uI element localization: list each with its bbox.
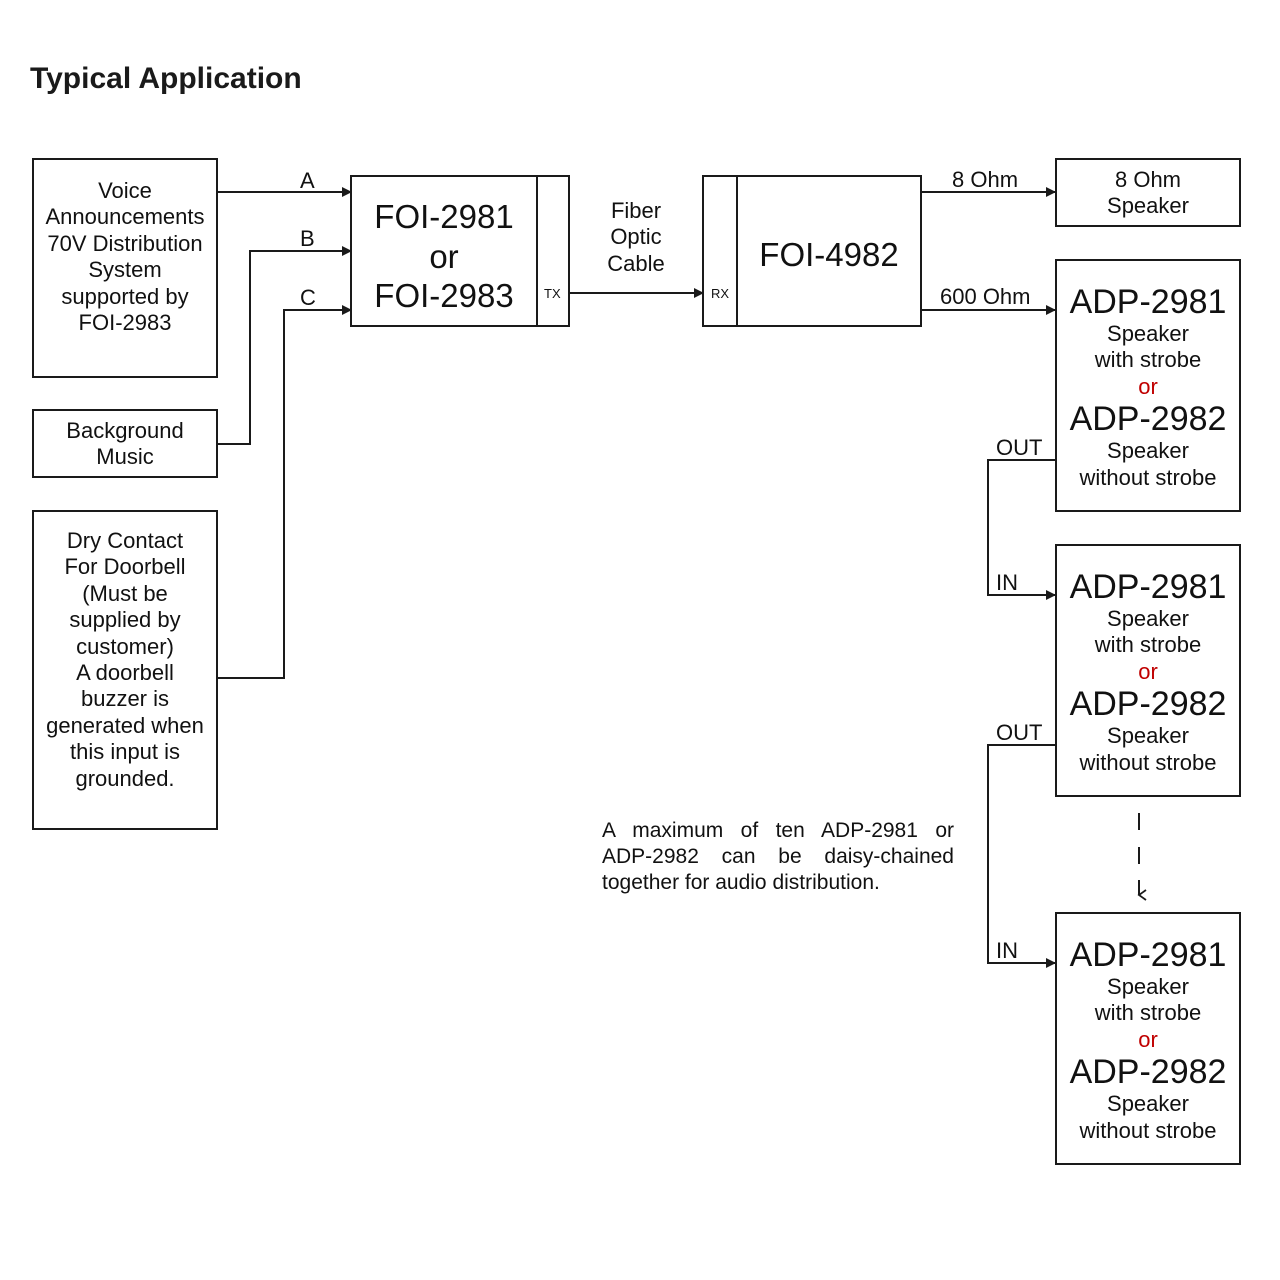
background-music-box: Background Music	[32, 409, 218, 478]
adp-speaker-box-3: ADP-2981 Speaker with strobe or ADP-2982…	[1055, 912, 1241, 1165]
daisy-chain-note: A maximum of ten ADP-2981 or ADP-2982 ca…	[602, 818, 954, 896]
adp-model-2981: ADP-2981	[1069, 568, 1227, 606]
adp-model-2982: ADP-2982	[1069, 1053, 1227, 1092]
adp-or: or	[1138, 658, 1158, 684]
doorbell-line: generated when	[46, 712, 204, 738]
voice-announcements-box: Voice Announcements 70V Distribution Sys…	[32, 158, 218, 378]
rx-divider	[736, 177, 738, 325]
adp-model-2982: ADP-2982	[1069, 685, 1227, 724]
transmitter-label: FOI-2981 or FOI-2983	[352, 197, 536, 316]
doorbell-line: Dry Contact	[66, 528, 184, 553]
doorbell-line: A doorbell	[76, 659, 174, 685]
input-label-a: A	[300, 168, 315, 193]
note-line: ADP-2982 can be daisy-chained	[602, 845, 954, 868]
adp-model-2982: ADP-2982	[1069, 400, 1227, 439]
voice-line: System	[88, 257, 162, 283]
voice-line: supported by	[61, 283, 189, 309]
doorbell-line: (Must be	[82, 580, 168, 606]
output-label-600ohm: 600 Ohm	[940, 284, 1031, 309]
voice-line: 70V Distribution	[47, 230, 203, 256]
tx-divider	[536, 177, 538, 325]
note-line: together for audio distribution.	[602, 871, 880, 894]
doorbell-line: this input is	[69, 739, 181, 765]
doorbell-line: grounded.	[75, 765, 175, 791]
receiver-model: FOI-4982	[759, 236, 899, 273]
wire-chain-1	[987, 459, 1056, 600]
fiber-cable-label: Fiber Optic Cable	[607, 198, 665, 276]
voice-line: FOI-2983	[78, 309, 172, 335]
transmitter-model-1: FOI-2981	[374, 198, 514, 235]
voice-line: Voice	[98, 178, 152, 203]
page-title: Typical Application	[30, 62, 302, 95]
adp-model-2981: ADP-2981	[1069, 936, 1227, 974]
transmitter-or: or	[429, 237, 459, 275]
input-label-b: B	[300, 226, 315, 251]
wire-chain-2	[987, 744, 1056, 968]
adp-speaker-box-2: ADP-2981 Speaker with strobe or ADP-2982…	[1055, 544, 1241, 797]
doorbell-line: customer)	[76, 633, 174, 659]
rx-port-label: RX	[711, 286, 730, 301]
doorbell-line: For Doorbell	[64, 554, 186, 580]
adp-or: or	[1138, 373, 1158, 399]
note-line: A maximum of ten ADP-2981 or	[602, 819, 954, 842]
doorbell-line: supplied by	[69, 607, 181, 633]
tx-port-label: TX	[544, 286, 561, 301]
receiver-box: RX FOI-4982	[702, 175, 922, 327]
input-label-c: C	[300, 285, 316, 310]
transmitter-box: FOI-2981 or FOI-2983 TX	[350, 175, 570, 327]
music-line: Background	[66, 418, 184, 443]
adp-speaker-box-1: ADP-2981 Speaker with strobe or ADP-2982…	[1055, 259, 1241, 512]
chain-in-label: IN	[996, 938, 1018, 963]
adp-or: or	[1138, 1026, 1158, 1052]
voice-line: Announcements	[45, 204, 205, 230]
dry-contact-box: Dry Contact For Doorbell (Must be suppli…	[32, 510, 218, 830]
wire-c	[218, 305, 352, 679]
transmitter-model-2: FOI-2983	[374, 277, 514, 315]
wire-b	[218, 246, 352, 445]
music-line: Music	[96, 444, 154, 470]
doorbell-line: buzzer is	[80, 686, 170, 712]
adp-model-2981: ADP-2981	[1069, 283, 1227, 321]
chain-out-label: OUT	[996, 720, 1043, 745]
chain-out-label: OUT	[996, 435, 1043, 460]
chain-in-label: IN	[996, 570, 1018, 595]
speaker-8ohm-box: 8 Ohm Speaker	[1055, 158, 1241, 227]
output-label-8ohm: 8 Ohm	[952, 167, 1019, 192]
